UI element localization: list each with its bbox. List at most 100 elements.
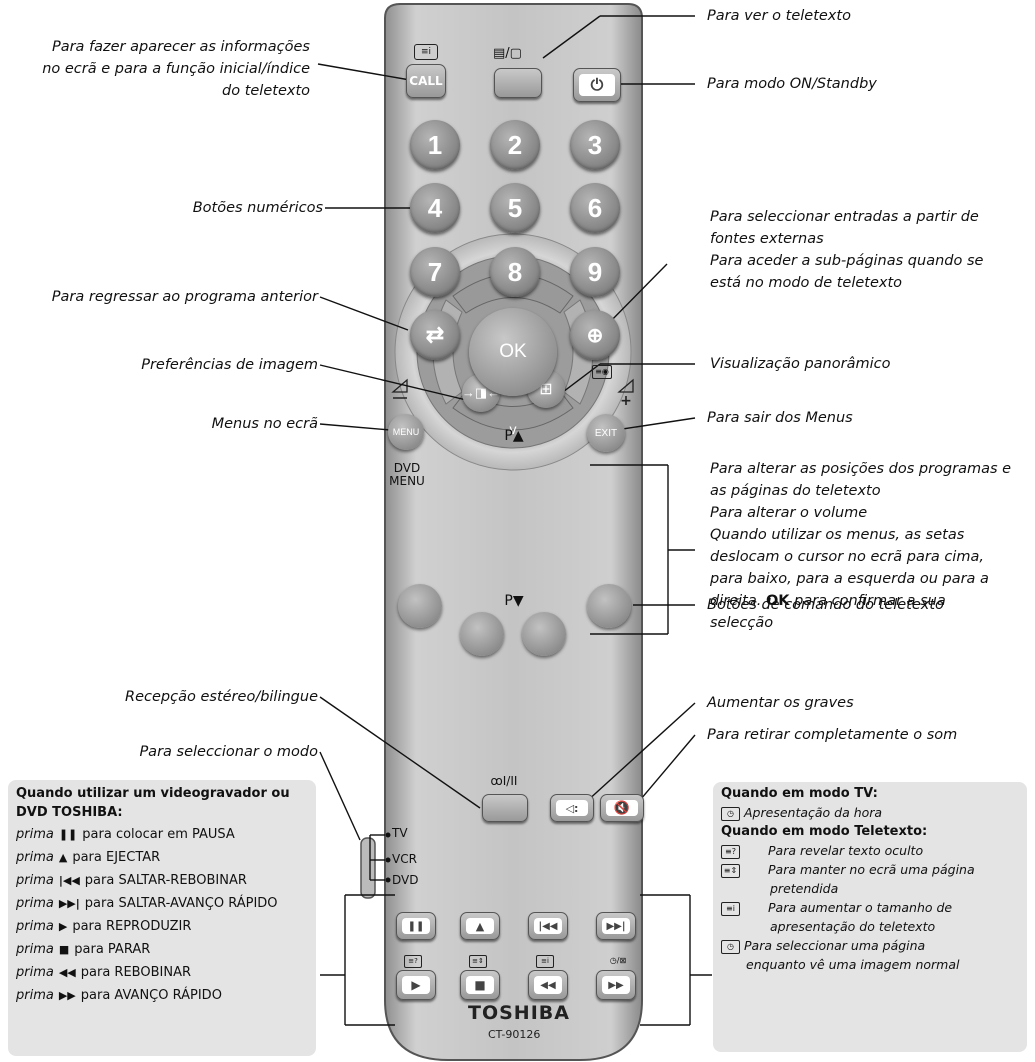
transport-glyph-icon: ❚❚ bbox=[58, 828, 78, 841]
previous-program-button[interactable]: ⇄ bbox=[410, 310, 460, 360]
time-icon: ◷ bbox=[721, 939, 740, 954]
play-icon: ▶ bbox=[402, 976, 430, 994]
fast-forward-button[interactable]: ▶▶ bbox=[596, 970, 636, 1000]
transport-glyph-icon: ■ bbox=[58, 943, 70, 956]
standby-button[interactable]: ⏻ bbox=[573, 68, 621, 102]
widescreen-icon: ⊞ bbox=[539, 381, 553, 398]
mute-icon: 🔇 bbox=[606, 800, 638, 816]
digit-button-8[interactable]: 8 bbox=[490, 247, 540, 297]
svg-text:+: + bbox=[620, 393, 632, 409]
callout-navigation: Para alterar as posições dos programas e… bbox=[710, 461, 1012, 631]
vcr-dvd-panel: Quando utilizar um videogravador ou DVD … bbox=[8, 780, 316, 1056]
rewind-icon: ◀◀ bbox=[534, 976, 562, 994]
clock-icon: ≡◉ bbox=[592, 365, 612, 379]
callout-picture-pref: Preferências de imagem bbox=[141, 357, 318, 373]
transport-glyph-icon: ▶ bbox=[58, 920, 68, 933]
teletext-info-icon: ≡i bbox=[414, 44, 438, 60]
skip-back-icon: |◀◀ bbox=[534, 918, 562, 934]
transport-glyph-icon: ◀◀ bbox=[58, 966, 76, 979]
callout-mute: Para retirar completamente o som bbox=[707, 727, 958, 743]
digit-button-4[interactable]: 4 bbox=[410, 183, 460, 233]
digit-button-7[interactable]: 7 bbox=[410, 247, 460, 297]
bass-icon: ◁: bbox=[556, 800, 588, 816]
skip-forward-icon: ▶▶| bbox=[602, 918, 630, 934]
digit-button-3[interactable]: 3 bbox=[570, 120, 620, 170]
vcr-dvd-row: prima▲para EJECTAR bbox=[16, 850, 161, 865]
mode-vcr-label: VCR bbox=[392, 852, 417, 866]
callout-info: Para fazer aparecer as informações no ec… bbox=[42, 39, 310, 99]
nav-down-button[interactable] bbox=[460, 398, 566, 444]
transport-glyph-icon: ▲ bbox=[58, 851, 68, 864]
skip-back-button[interactable]: |◀◀ bbox=[528, 912, 568, 940]
rewind-button[interactable]: ◀◀ bbox=[528, 970, 568, 1000]
reveal-icon: ≡? bbox=[721, 844, 740, 859]
digit-button-9[interactable]: 9 bbox=[570, 247, 620, 297]
callout-teletext-view: Para ver o teletexto bbox=[707, 8, 851, 24]
vcr-dvd-row: prima▶▶|para SALTAR-AVANÇO RÁPIDO bbox=[16, 896, 278, 911]
time-icon: ◷/⊠ bbox=[609, 956, 627, 965]
skip-forward-button[interactable]: ▶▶| bbox=[596, 912, 636, 940]
size-icon: ≡i bbox=[536, 955, 554, 968]
eject-icon: ▲ bbox=[466, 918, 494, 934]
teletext-button[interactable] bbox=[494, 68, 542, 98]
pause-button[interactable]: ❚❚ bbox=[396, 912, 436, 940]
nav-right-button[interactable] bbox=[566, 300, 606, 404]
callout-external: Para seleccionar entradas a partir de fo… bbox=[710, 209, 984, 291]
teletext-button-yellow[interactable] bbox=[522, 612, 566, 656]
size-icon: ≡i bbox=[721, 901, 740, 916]
stop-button[interactable]: ■ bbox=[460, 970, 500, 1000]
digit-button-5[interactable]: 5 bbox=[490, 183, 540, 233]
p-down-label: P▼ bbox=[504, 593, 524, 609]
digit-button-6[interactable]: 6 bbox=[570, 183, 620, 233]
time-icon: ◷ bbox=[721, 806, 740, 821]
stereo-label: ꝏI/II bbox=[490, 774, 518, 788]
mode-tv-label: TV bbox=[392, 826, 408, 840]
teletext-button-red[interactable] bbox=[398, 584, 442, 628]
p-up-label: P▲ bbox=[504, 428, 524, 444]
input-select-button[interactable]: ⊕ bbox=[570, 310, 620, 360]
exit-button[interactable]: EXIT bbox=[587, 414, 625, 452]
return-icon: ⇄ bbox=[425, 322, 445, 347]
input-icon: ⊕ bbox=[586, 324, 604, 347]
mute-button[interactable]: 🔇 bbox=[600, 794, 644, 822]
tv-teletext-panel: Quando em modo TV: ◷Apresentação da hora… bbox=[713, 782, 1027, 1052]
hold-icon: ≡⇕ bbox=[721, 863, 740, 878]
fast-forward-icon: ▶▶ bbox=[602, 976, 630, 994]
vcr-dvd-row: prima❚❚para colocar em PAUSA bbox=[16, 827, 235, 842]
teletext-button-blue[interactable] bbox=[587, 584, 631, 628]
bass-button[interactable]: ◁: bbox=[550, 794, 594, 822]
call-button[interactable]: CALL bbox=[406, 64, 446, 98]
eject-button[interactable]: ▲ bbox=[460, 912, 500, 940]
callout-exit-menus: Para sair dos Menus bbox=[707, 410, 853, 426]
digit-button-2[interactable]: 2 bbox=[490, 120, 540, 170]
vcr-dvd-row: prima◀◀para REBOBINAR bbox=[16, 965, 191, 980]
mode-switch bbox=[360, 837, 376, 899]
digit-button-1[interactable]: 1 bbox=[410, 120, 460, 170]
callout-teletext-buttons: Botões de comando do teletexto bbox=[707, 597, 944, 613]
ok-button[interactable]: OK bbox=[469, 308, 557, 396]
nav-up-button[interactable] bbox=[460, 262, 566, 308]
hold-icon: ≡⇕ bbox=[469, 955, 487, 968]
stereo-button[interactable] bbox=[482, 794, 528, 822]
reveal-icon: ≡? bbox=[404, 955, 422, 968]
brand-logo: TOSHIBA bbox=[468, 1002, 570, 1024]
transport-glyph-icon: ▶▶ bbox=[58, 989, 76, 1002]
nav-left-button[interactable] bbox=[420, 300, 460, 404]
vcr-dvd-row: prima▶para REPRODUZIR bbox=[16, 919, 192, 934]
power-icon: ⏻ bbox=[579, 74, 615, 96]
callout-numeric: Botões numéricos bbox=[192, 200, 323, 216]
menu-button[interactable]: MENU bbox=[388, 414, 424, 450]
callout-stereo: Recepção estéreo/bilingue bbox=[125, 689, 318, 705]
vcr-dvd-row: prima|◀◀para SALTAR-REBOBINAR bbox=[16, 873, 247, 888]
pause-icon: ❚❚ bbox=[402, 918, 430, 934]
callout-mode-select: Para seleccionar o modo bbox=[139, 744, 318, 760]
vcr-dvd-row: prima■para PARAR bbox=[16, 942, 151, 957]
stop-icon: ■ bbox=[466, 976, 494, 994]
svg-text:v: v bbox=[509, 423, 517, 438]
play-button[interactable]: ▶ bbox=[396, 970, 436, 1000]
teletext-button-green[interactable] bbox=[460, 612, 504, 656]
transport-glyph-icon: ▶▶| bbox=[58, 897, 80, 910]
vcr-dvd-row: prima▶▶para AVANÇO RÁPIDO bbox=[16, 988, 222, 1003]
callout-widescreen: Visualização panorâmico bbox=[710, 356, 891, 372]
